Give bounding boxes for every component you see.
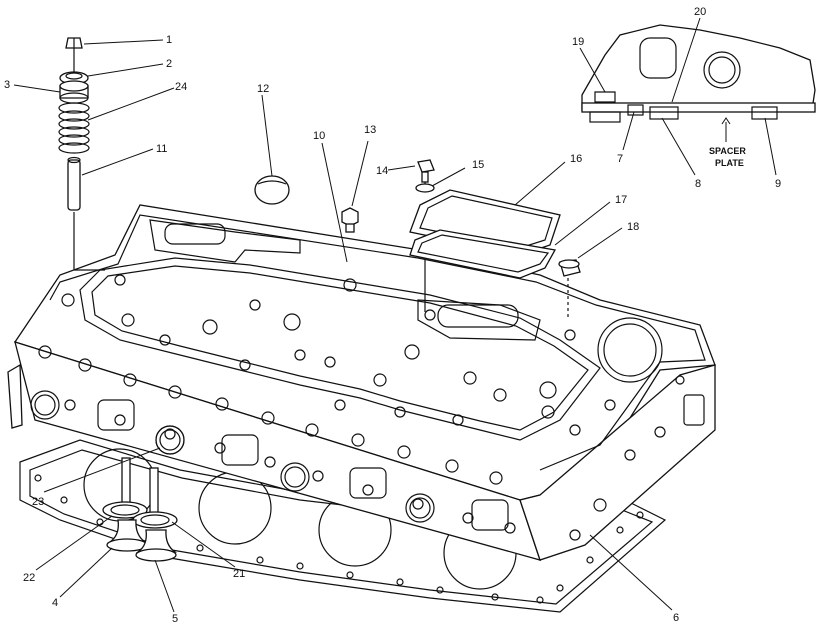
callout-19: 19 <box>572 36 584 48</box>
cylinder-head <box>7 204 716 561</box>
callout-labels: 1 2 3 24 11 12 10 13 14 15 16 17 18 19 2… <box>4 6 781 625</box>
cover-plate-assembly <box>409 159 561 312</box>
plug-18 <box>558 259 581 318</box>
callout-10: 10 <box>313 130 325 142</box>
callout-21: 21 <box>233 568 245 580</box>
callout-12: 12 <box>257 83 269 95</box>
fitting-13 <box>341 207 359 233</box>
callout-23: 23 <box>32 496 44 508</box>
callout-3: 3 <box>4 79 10 91</box>
callout-8: 8 <box>695 178 701 190</box>
callout-2: 2 <box>166 58 172 70</box>
valves-and-seats <box>102 425 185 562</box>
callout-20: 20 <box>694 6 706 18</box>
leader-lines <box>13 17 777 613</box>
callout-15: 15 <box>472 159 484 171</box>
callout-22: 22 <box>23 572 35 584</box>
expansion-plug <box>254 175 290 205</box>
callout-18: 18 <box>627 221 639 233</box>
spacer-plate-inset <box>581 24 816 123</box>
callout-13: 13 <box>364 124 376 136</box>
callout-17: 17 <box>615 194 627 206</box>
inset-caption-line2: PLATE <box>715 158 744 168</box>
callout-5: 5 <box>172 613 178 625</box>
valve-spring-assembly <box>58 37 105 271</box>
callout-7: 7 <box>617 153 623 165</box>
callout-1: 1 <box>166 34 172 46</box>
callout-14: 14 <box>376 165 388 177</box>
callout-11: 11 <box>156 143 167 155</box>
callout-9: 9 <box>775 178 781 190</box>
callout-4: 4 <box>52 597 58 609</box>
inset-caption-line1: SPACER <box>709 146 746 156</box>
callout-16: 16 <box>570 153 582 165</box>
callout-6: 6 <box>673 612 679 624</box>
callout-24: 24 <box>175 81 187 93</box>
